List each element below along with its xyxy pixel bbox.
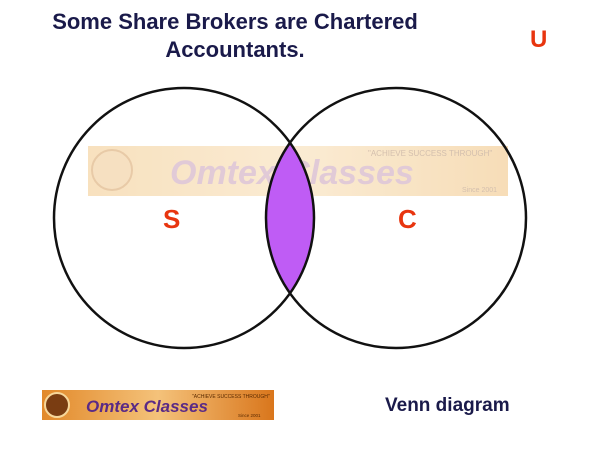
watermark-seal-icon — [91, 149, 133, 191]
title-line-2: Accountants. — [165, 37, 305, 62]
logo-background — [42, 390, 274, 420]
diagram-caption: Venn diagram — [385, 395, 510, 416]
logo-since: Since 2001 — [238, 413, 261, 418]
set-c-circle — [264, 86, 528, 350]
slide-title: Some Share Brokers are Chartered Account… — [0, 8, 470, 64]
omtex-logo: Omtex Classes "ACHIEVE SUCCESS THROUGH" … — [42, 390, 274, 420]
watermark-tagline: "ACHIEVE SUCCESS THROUGH" — [368, 149, 492, 158]
universe-label: U — [530, 26, 548, 53]
logo-tagline: "ACHIEVE SUCCESS THROUGH" — [192, 394, 270, 400]
logo-brand: Omtex Classes — [86, 397, 208, 416]
title-line-1: Some Share Brokers are Chartered — [52, 9, 418, 34]
watermark-since: Since 2001 — [462, 187, 497, 194]
set-s-label: S — [163, 204, 180, 234]
logo-seal-icon — [44, 392, 70, 418]
set-c-label: C — [398, 204, 417, 234]
set-s-circle — [52, 86, 316, 350]
intersection-region — [266, 88, 314, 348]
